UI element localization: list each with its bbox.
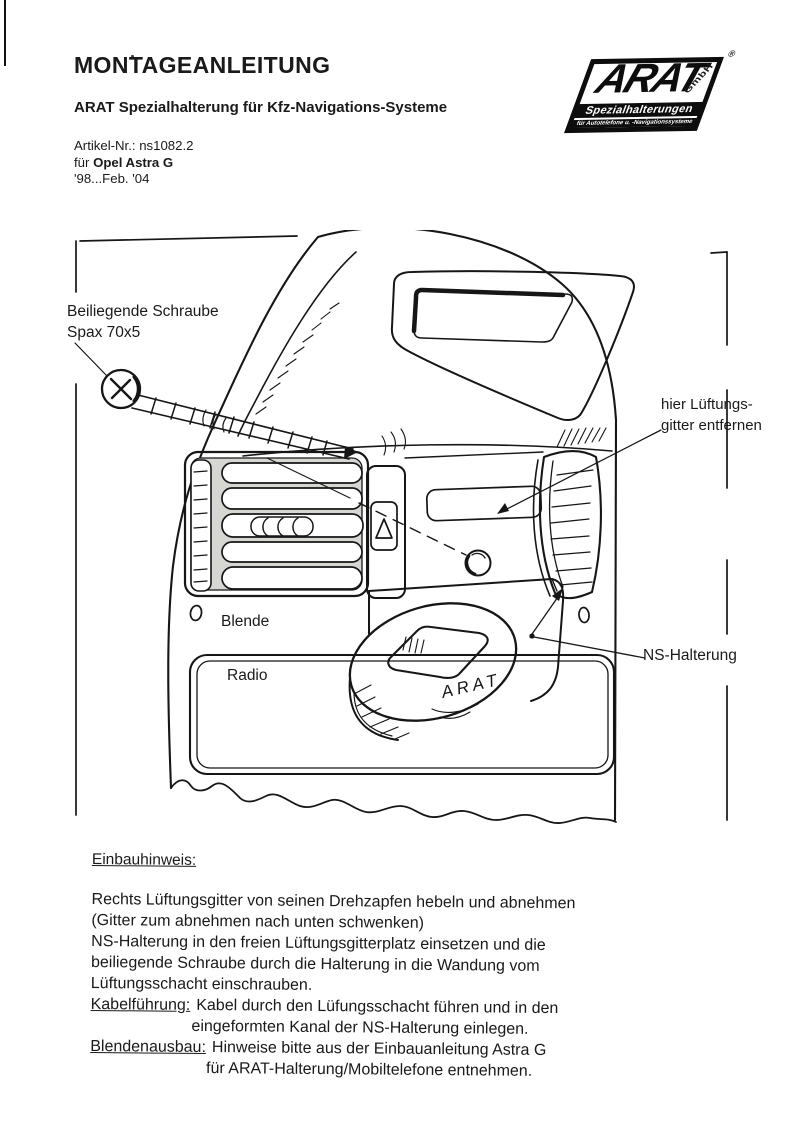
slat-adjuster-coil	[251, 517, 313, 536]
mount-opening-hatching	[403, 637, 424, 653]
left-bracket-lines	[76, 236, 297, 815]
arat-logo-frame: ARAT ® GmbH Spezialhalterungen für Autot…	[564, 49, 737, 134]
registered-trademark-icon: ®	[726, 48, 737, 59]
vent-slats	[222, 463, 363, 589]
mount-arat-marking: ARAT	[439, 670, 503, 702]
hazard-button	[371, 502, 397, 550]
page-title: MONTAGEANLEITUNG	[74, 52, 331, 78]
arat-logo-tagline: Spezialhalterungen	[571, 101, 707, 119]
scan-speck	[131, 55, 134, 58]
label-screw: Beiliegende Schraube Spax 70x5	[67, 303, 219, 341]
vent-opening	[405, 452, 543, 521]
bezel-hole-right	[578, 607, 590, 623]
bezel-hole-left	[189, 605, 202, 622]
ns-mount-drawing: ARAT	[336, 579, 645, 740]
right-vent-ribs	[551, 470, 593, 585]
display-recess	[392, 271, 634, 420]
mount-leader-line	[534, 637, 645, 658]
vehicle-line: für Opel Astra G	[74, 155, 193, 172]
vent-thumbwheel	[191, 460, 211, 591]
screw-tip	[344, 446, 358, 459]
scan-edge-artifact	[4, 0, 6, 66]
left-air-vent	[185, 452, 368, 596]
hood-hatching	[256, 303, 339, 414]
instructions-heading: Einbauhinweis:	[91, 850, 197, 869]
thumbwheel-ticks	[194, 471, 207, 582]
article-info: Artikel-Nr.: ns1082.2 für Opel Astra G '…	[74, 138, 193, 188]
screw-drawing	[75, 343, 405, 459]
display-screen	[414, 289, 572, 342]
screw-target-knob	[466, 551, 491, 576]
right-bracket-lines	[711, 252, 727, 820]
screw-hatching	[203, 410, 406, 455]
radio-slot	[190, 655, 614, 774]
vehicle-prefix: für	[74, 154, 94, 170]
label-ns-mount: NS-Halterung	[643, 647, 737, 664]
hazard-triangle-icon	[376, 519, 392, 538]
vent-arrowhead-icon	[497, 503, 509, 514]
mount-opening	[388, 627, 487, 678]
mount-arrowhead-icon	[552, 588, 563, 601]
screw-trajectory-line	[267, 458, 466, 555]
torn-edge	[171, 780, 616, 823]
hazard-switch-module	[367, 466, 405, 598]
vehicle-name: Opel Astra G	[93, 154, 174, 170]
arat-logo-subline: für Autotelefone u. -Navigationssysteme	[567, 117, 701, 129]
dashboard-illustration: ARAT	[60, 230, 802, 842]
label-remove-vent: hier Lüftungs- gitter entfernen	[661, 396, 762, 434]
page-subtitle: ARAT Spezialhalterung für Kfz-Navigation…	[74, 99, 448, 116]
label-bezel: Blende	[221, 613, 270, 630]
article-number: Artikel-Nr.: ns1082.2	[74, 138, 194, 153]
screw-threads	[151, 398, 327, 455]
mount-wall-hatching	[354, 685, 409, 739]
screw-head	[102, 370, 140, 408]
screw-leader-line	[75, 343, 107, 376]
model-years: '98...Feb. '04	[74, 171, 150, 186]
right-air-vent	[534, 451, 601, 598]
vent-removal-arrow	[497, 430, 661, 514]
arat-logo: ARAT ® GmbH Spezialhalterungen für Autot…	[556, 49, 737, 142]
label-radio: Radio	[227, 667, 268, 684]
bezel-removal-line2: für ARAT-Halterung/Mobiltelefone entnehm…	[206, 1060, 533, 1080]
bezel-removal-label: Blendenausbau:	[90, 1037, 207, 1057]
installation-instructions: Einbauhinweis: Rechts Lüftungsgitter von…	[90, 849, 652, 1083]
mount-arrow-line	[530, 594, 560, 637]
cable-routing-label: Kabelführung:	[90, 995, 191, 1014]
right-edge-hatching	[557, 428, 606, 447]
